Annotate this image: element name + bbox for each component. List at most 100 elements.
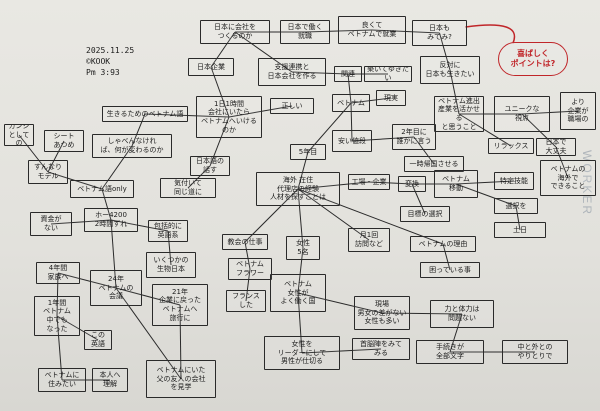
node-tokutei[interactable]: 特定技能 bbox=[494, 172, 534, 190]
node-kekkon[interactable]: 4年間 家族ヘ bbox=[36, 262, 80, 284]
connector-line bbox=[101, 188, 112, 221]
node-hokatsu[interactable]: 包括的に 英語系 bbox=[148, 220, 188, 242]
node-female-leader[interactable]: 女性を リーダーにして 男性が仕切る bbox=[264, 336, 340, 370]
node-genba[interactable]: 現場 男女の差がない 女性も多い bbox=[354, 296, 410, 330]
node-japan-ok[interactable]: 日本で 大丈夫 bbox=[536, 138, 576, 156]
node-kanji[interactable]: カンジ としての bbox=[4, 124, 34, 146]
node-ho-420[interactable]: ホー4200 2時間ずれ bbox=[84, 208, 138, 232]
node-nenkan[interactable]: 1年間 ベトナム 中でも なった bbox=[34, 296, 80, 336]
node-kyoukai[interactable]: 教会の仕事 bbox=[222, 234, 268, 250]
node-ikimono[interactable]: いくつかの 生物日本 bbox=[146, 252, 196, 278]
node-top-jp-style[interactable]: 日本も みてみ? bbox=[412, 20, 467, 46]
node-highlight-point[interactable]: 喜ばしく ポイントは? bbox=[498, 42, 568, 76]
node-rikai[interactable]: 本人へ 理解 bbox=[92, 368, 128, 392]
connector-line bbox=[187, 165, 211, 189]
connector-line bbox=[301, 348, 382, 354]
connector-line bbox=[455, 180, 515, 185]
node-relax[interactable]: リラックス bbox=[488, 138, 534, 154]
node-jikoku[interactable]: 手続きが 全部文字 bbox=[416, 340, 484, 364]
connector-line bbox=[244, 241, 251, 270]
connector-line bbox=[449, 313, 463, 353]
node-father[interactable]: ベトナムにいた 父の友人の会社 を見学 bbox=[146, 360, 216, 398]
node-power[interactable]: 力と体力は 問題ない bbox=[430, 300, 494, 328]
node-moji[interactable]: 中と外との やりとりで bbox=[502, 340, 568, 364]
node-twentyone[interactable]: 21年 企業に戻った ベトナムへ 旅行に bbox=[152, 284, 208, 326]
connector-line bbox=[56, 272, 59, 317]
connector-line bbox=[209, 116, 230, 167]
connector-line bbox=[368, 181, 413, 185]
node-foreign-start[interactable]: 5年目 bbox=[290, 144, 326, 160]
connector-line bbox=[297, 151, 309, 190]
connector-line bbox=[18, 134, 49, 173]
connector-line bbox=[291, 71, 349, 75]
node-yori-pro[interactable]: より 企業が 職場の bbox=[560, 92, 596, 130]
connector-line bbox=[350, 102, 353, 142]
header-author: ©KOOK bbox=[86, 56, 111, 66]
node-vn-only[interactable]: ベトナム語only bbox=[70, 180, 134, 198]
node-sakura[interactable]: 正しい bbox=[270, 98, 314, 114]
node-fura[interactable]: フランス した bbox=[226, 290, 266, 312]
node-flower[interactable]: ベトナム フラワー bbox=[228, 258, 272, 280]
connector-line bbox=[56, 315, 99, 341]
node-top-vn-work[interactable]: 良くて ベトナムで就業 bbox=[338, 16, 406, 44]
node-vn-reason[interactable]: ベトナムの理由 bbox=[410, 236, 476, 252]
node-twentyfour[interactable]: 24年 ベトナムの 会議 bbox=[90, 270, 142, 306]
node-vn-industry[interactable]: ベトナム進出 産業を活かせる と思うこと bbox=[434, 96, 484, 132]
node-kanren[interactable]: 関連 bbox=[334, 66, 362, 82]
node-kono[interactable]: この 英語 bbox=[84, 330, 112, 350]
connector-line bbox=[115, 287, 182, 380]
node-unique[interactable]: ユニークな 視点 bbox=[494, 96, 550, 132]
node-henkan[interactable]: 変換 bbox=[398, 176, 426, 192]
connector-line bbox=[244, 188, 299, 243]
connector-line bbox=[521, 110, 579, 115]
node-ikiru[interactable]: ベトナムに 住みたい bbox=[38, 368, 86, 392]
connector-line bbox=[297, 188, 304, 249]
node-vn-move[interactable]: ベトナム 移動 bbox=[434, 170, 478, 198]
node-vn-world[interactable]: ベトナムの 海外で できること bbox=[540, 160, 596, 196]
node-nyuusha[interactable]: 目標の選択 bbox=[400, 206, 450, 222]
node-jp-connect[interactable]: 支援連携と 日本会社を作る bbox=[258, 58, 326, 86]
connector-line bbox=[101, 145, 133, 190]
node-yasui[interactable]: 安い値段 bbox=[332, 130, 372, 152]
connector-line bbox=[515, 205, 521, 231]
connector-line bbox=[381, 312, 463, 315]
watermark-text: WORKER bbox=[580, 150, 594, 216]
node-nihongo[interactable]: 日本語の 話す bbox=[190, 156, 230, 176]
connector-line bbox=[115, 287, 181, 306]
connector-line bbox=[297, 188, 444, 245]
connector-line bbox=[47, 140, 65, 173]
node-sentaku[interactable]: 選択を bbox=[494, 198, 538, 214]
node-anti-guideline[interactable]: 反対に 日本も生きたい bbox=[420, 56, 480, 84]
node-jp-company[interactable]: 日本企業 bbox=[188, 58, 234, 76]
node-shunou[interactable]: 首脳陣をみて みる bbox=[352, 338, 410, 360]
connector-line bbox=[50, 219, 112, 225]
connector-line bbox=[411, 183, 426, 215]
node-genjitsu[interactable]: 現実 bbox=[376, 90, 406, 106]
node-female-five[interactable]: 女性 5名 bbox=[286, 236, 320, 260]
node-vn-side[interactable]: ベトナム bbox=[332, 94, 370, 112]
connector-line bbox=[555, 146, 569, 179]
node-top-company[interactable]: 日本に会社を つくるのか bbox=[200, 20, 270, 44]
connector-line bbox=[297, 247, 304, 294]
node-no-money[interactable]: 資金が ない bbox=[30, 212, 72, 236]
node-hour-day[interactable]: 1日1時間 会社にいたら ベトナムへいける のか bbox=[196, 96, 262, 138]
node-ichikai[interactable]: 月1回 訪問など bbox=[348, 228, 390, 252]
node-good-model[interactable]: すんなり モデル bbox=[28, 160, 68, 184]
node-better-vn[interactable]: 生きるためのベトナム語 bbox=[102, 106, 188, 122]
connector-line bbox=[458, 113, 512, 147]
node-doru[interactable]: 土日 bbox=[494, 222, 546, 238]
node-two-year[interactable]: 2年目に 誰かに言う bbox=[392, 124, 436, 150]
node-sheet[interactable]: シート あつめ bbox=[44, 130, 84, 152]
node-kizuku[interactable]: 気付いて 同じ道に bbox=[160, 178, 216, 198]
node-kigyo[interactable]: 工場・企業 bbox=[348, 174, 390, 190]
node-top-japan-work[interactable]: 日本で働く 就職 bbox=[280, 20, 330, 44]
connector-line bbox=[297, 292, 303, 354]
node-komatta[interactable]: 困っている事 bbox=[420, 262, 480, 278]
highlight-label: 喜ばしく ポイントは? bbox=[510, 49, 556, 68]
node-kaigai[interactable]: 海外 在住 代理店の経験 人材を探すことは bbox=[256, 172, 340, 206]
connector-line bbox=[351, 136, 415, 142]
node-chotto[interactable]: しゃべんなけれ ば、何が変わるのか bbox=[92, 134, 172, 158]
node-female-vn[interactable]: ベトナム 女性が よく働く国 bbox=[270, 274, 326, 312]
node-kan-want[interactable]: 築いてゆきたい bbox=[364, 66, 412, 82]
